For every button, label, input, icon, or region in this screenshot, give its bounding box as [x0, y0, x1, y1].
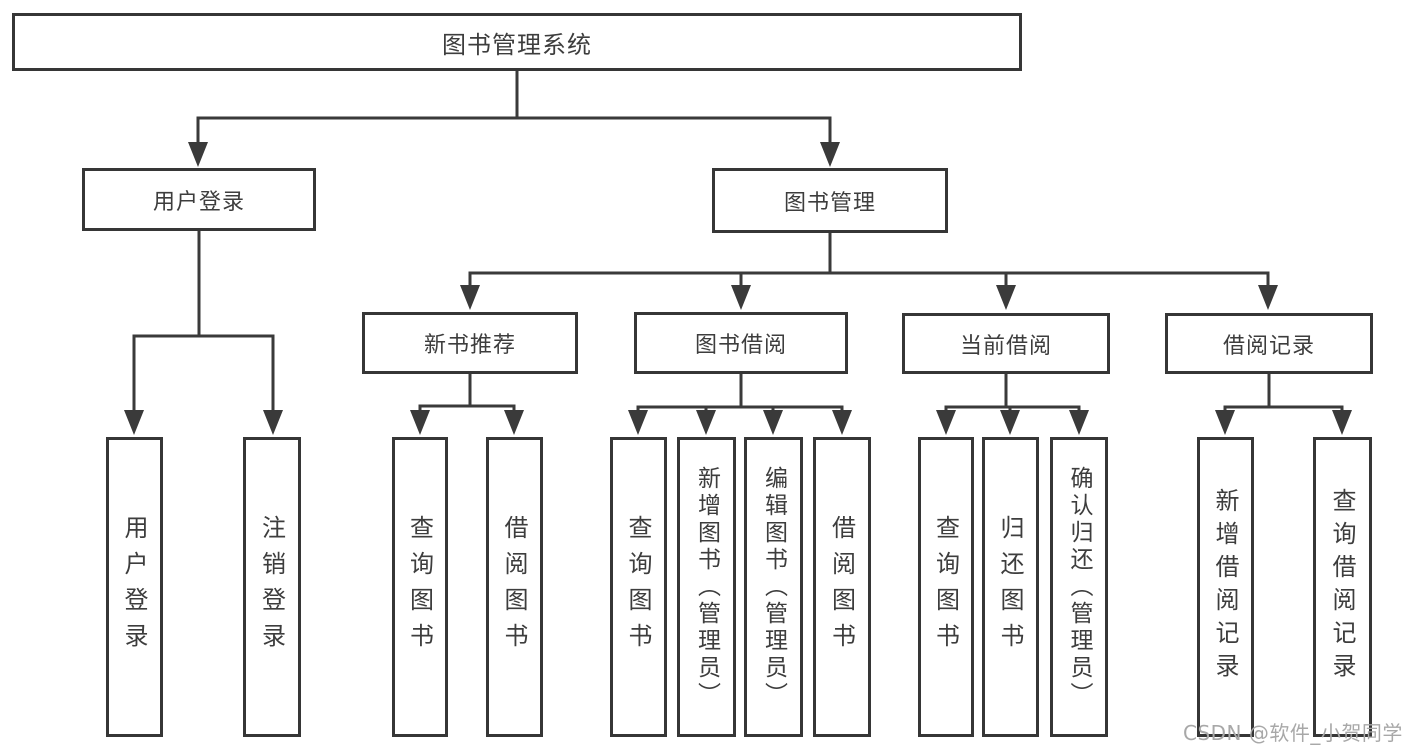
node-bb-edit-books-admin: 编辑图书（管理员）	[744, 437, 803, 737]
node-cb-confirm-return-admin: 确认归还（管理员）	[1050, 437, 1108, 737]
node-rec-query-books: 查询图书	[392, 437, 448, 737]
arrowheads	[124, 142, 1352, 435]
node-rec-borrow-books: 借阅图书	[486, 437, 543, 737]
node-br-query-record: 查询借阅记录	[1313, 437, 1372, 737]
node-bb-add-books-admin: 新增图书（管理员）	[677, 437, 736, 737]
node-cb-query-books: 查询图书	[918, 437, 974, 737]
node-bb-borrow-books: 借阅图书	[813, 437, 871, 737]
node-book-management: 图书管理	[712, 168, 948, 233]
node-leaf-user-login: 用户登录	[106, 437, 163, 737]
node-current-borrow: 当前借阅	[902, 313, 1110, 374]
node-new-book-recommend: 新书推荐	[362, 312, 578, 374]
node-book-borrow: 图书借阅	[634, 312, 848, 374]
node-user-login: 用户登录	[82, 168, 316, 231]
node-root: 图书管理系统	[12, 13, 1022, 71]
node-bb-query-books: 查询图书	[610, 437, 667, 737]
node-br-add-record: 新增借阅记录	[1197, 437, 1254, 737]
csdn-watermark: CSDN @软件_小贺同学	[1183, 721, 1403, 745]
node-leaf-logout: 注销登录	[243, 437, 301, 737]
node-cb-return-books: 归还图书	[982, 437, 1039, 737]
node-borrow-records: 借阅记录	[1165, 313, 1373, 374]
